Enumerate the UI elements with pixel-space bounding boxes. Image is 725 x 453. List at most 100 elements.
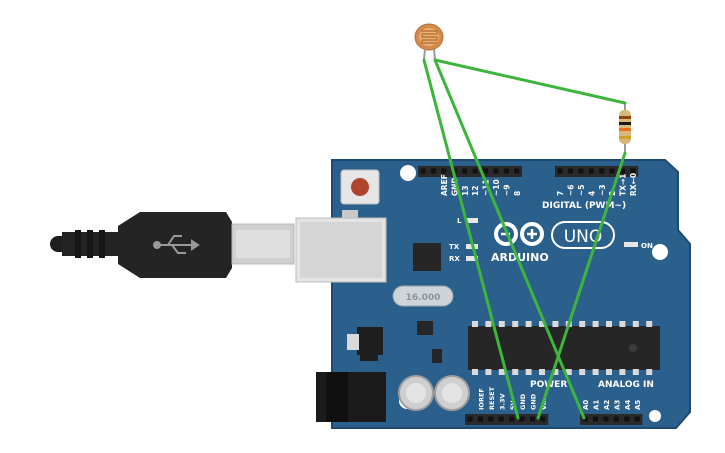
reset-button[interactable] <box>340 169 380 205</box>
chip-pin <box>592 321 599 327</box>
chip-pin <box>619 321 626 327</box>
pin-label: ~10 <box>492 179 501 196</box>
header-analog <box>580 414 643 425</box>
mounting-hole <box>652 244 668 260</box>
led-on-label: ON <box>641 242 653 250</box>
pin-label: A0 <box>582 400 590 410</box>
chip-pin <box>632 321 639 327</box>
pin-label: 12 <box>471 186 480 196</box>
pin-label: A5 <box>634 400 642 410</box>
header-top-left-pin[interactable] <box>514 168 520 174</box>
wire-ldr-to-5v[interactable] <box>422 58 520 420</box>
pin-label: A2 <box>603 400 611 410</box>
chip-pin <box>512 321 519 327</box>
header-top-right <box>555 166 639 177</box>
pin-label: 7 <box>556 191 565 196</box>
digital-label: DIGITAL (PWM~) <box>542 201 626 211</box>
chip-pin <box>539 369 545 375</box>
led-l <box>466 218 478 223</box>
pin-label: TX→1 <box>619 174 628 196</box>
header-analog-pin[interactable] <box>603 416 609 422</box>
header-power-pin[interactable] <box>498 416 504 422</box>
header-power-pin[interactable] <box>467 416 473 422</box>
pin-label: AREF <box>440 174 449 196</box>
header-top-right-pin[interactable] <box>630 168 636 174</box>
usb-chip <box>413 243 441 271</box>
header-power-pin[interactable] <box>509 416 515 422</box>
header-top-left-pin[interactable] <box>462 168 468 174</box>
header-power-pin[interactable] <box>478 416 483 422</box>
wires <box>422 58 627 420</box>
analog-label: ANALOG IN <box>598 380 654 390</box>
pin-label: GND <box>530 393 538 410</box>
pin-label: 3.3V <box>498 393 506 410</box>
led-tx-label: TX <box>449 243 460 251</box>
pin-label: ~6 <box>567 184 576 196</box>
header-analog-pin[interactable] <box>624 416 630 422</box>
header-top-right-pin[interactable] <box>620 168 625 174</box>
header-top-right-pin[interactable] <box>599 168 605 174</box>
header-top-right-pin[interactable] <box>568 168 573 174</box>
chip-pin <box>632 369 639 375</box>
header-top-left-pin[interactable] <box>493 168 499 174</box>
header-analog-pin[interactable] <box>634 416 640 422</box>
header-power <box>465 414 549 425</box>
wire-ldr-to-resistor[interactable] <box>433 58 627 105</box>
pin-label: 13 <box>461 186 470 196</box>
header-top-left-pin[interactable] <box>441 168 447 174</box>
resistor-icon[interactable] <box>619 104 631 152</box>
pin-label: ~3 <box>598 184 607 196</box>
chip-pin <box>646 369 653 375</box>
pin-label: 5V <box>509 400 517 410</box>
usb-symbol-icon <box>153 235 200 254</box>
mounting-hole <box>400 165 416 181</box>
pin-label: A1 <box>593 400 601 410</box>
crystal-label: 16.000 <box>406 293 441 303</box>
header-top-left-pin[interactable] <box>483 168 488 174</box>
header-top-right-pin[interactable] <box>609 168 615 174</box>
chip-pin <box>485 369 492 375</box>
mounting-hole <box>649 410 661 422</box>
brand-label: ARDUINO <box>491 251 549 264</box>
chip-pin <box>525 369 532 375</box>
wire-resistor-to-gnd[interactable] <box>536 151 627 420</box>
photoresistor-icon[interactable] <box>414 23 444 61</box>
header-top-right-pin[interactable] <box>557 168 563 174</box>
header-power-pin[interactable] <box>519 416 525 422</box>
header-power-pin[interactable] <box>488 416 494 422</box>
header-top-right-pin[interactable] <box>588 168 594 174</box>
led-l-label: L <box>457 217 462 225</box>
header-top-left-pin[interactable] <box>503 168 509 174</box>
pin-label: GND <box>519 393 527 410</box>
pin-label: A3 <box>613 400 621 410</box>
header-top-left <box>418 166 522 177</box>
chip-pin <box>592 369 599 375</box>
chip-pin <box>619 369 626 375</box>
header-analog-pin[interactable] <box>593 416 598 422</box>
chip-pin <box>646 321 653 327</box>
header-top-left-pin[interactable] <box>472 168 478 174</box>
chip-pin <box>472 321 478 327</box>
power-jack <box>316 372 386 422</box>
chip-pin <box>606 369 612 375</box>
header-power-pin[interactable] <box>530 416 535 422</box>
pin-label: ~5 <box>577 184 586 196</box>
header-top-left-pin[interactable] <box>431 168 436 174</box>
pin-label: RX←0 <box>629 173 638 196</box>
pin-label: 4 <box>587 191 596 196</box>
led-on <box>624 242 638 247</box>
pin-label: GND <box>450 177 459 196</box>
pin-label: A4 <box>624 400 632 410</box>
chip-pin <box>525 321 532 327</box>
small-chip <box>417 321 433 335</box>
header-top-right-pin[interactable] <box>578 168 584 174</box>
header-analog-pin[interactable] <box>613 416 619 422</box>
header-top-left-pin[interactable] <box>420 168 426 174</box>
chip-pin <box>498 369 505 375</box>
header-power-pin[interactable] <box>540 416 546 422</box>
chip-pin <box>552 321 559 327</box>
pin-label: ~11 <box>482 179 491 196</box>
